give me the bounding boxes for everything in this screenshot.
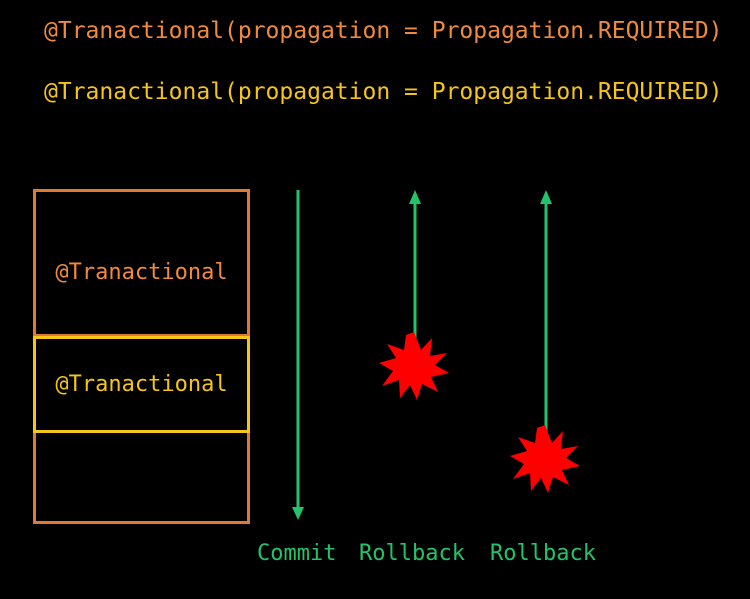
inner-propagation-annotation: @Tranactional(propagation = Propagation.… [44,79,723,105]
rollback-arrow-outer [540,190,552,453]
inner-transaction-box [33,336,250,433]
outer-transaction-label: @Tranactional [55,260,228,285]
outer-propagation-annotation: @Tranactional(propagation = Propagation.… [44,18,723,44]
rollback-label-inner: Rollback [359,541,465,566]
explosion-icon [379,332,449,400]
rollback-arrow-inner [409,190,421,358]
rollback-label-outer: Rollback [490,541,596,566]
outer-box-divider [33,334,250,337]
inner-transaction-label: @Tranactional [55,372,228,397]
commit-label: Commit [257,541,337,566]
commit-arrow [292,190,304,520]
box-label-layer: @Tranactional @Tranactional [33,0,250,599]
explosion-icon [510,425,580,493]
